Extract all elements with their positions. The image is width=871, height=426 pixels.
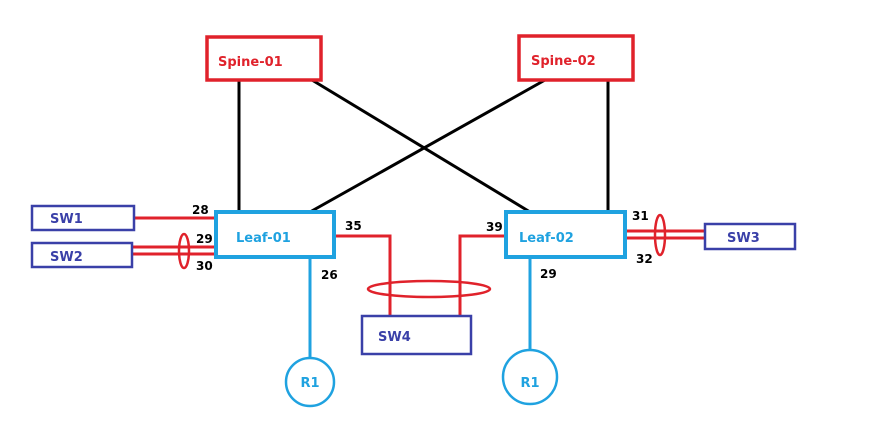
leaf-02-label: Leaf-02 (519, 231, 574, 246)
link-spine1-leaf2 (311, 78, 531, 214)
sw2-box (30, 241, 134, 269)
sw3-node[interactable]: SW3 (703, 222, 797, 251)
link-spine2-leaf1 (309, 78, 546, 214)
leaf-02-box (504, 210, 627, 259)
r1-left-node[interactable]: R1 (284, 356, 336, 408)
sw4-node[interactable]: SW4 (360, 314, 473, 356)
r1-right-circle (501, 348, 559, 406)
port-channel-sw3-ellipse (653, 213, 667, 257)
leaf-02-node[interactable]: Leaf-02 (504, 210, 627, 259)
leaf-switches: Leaf-01 Leaf-02 (214, 210, 627, 259)
access-switches: SW1 SW2 SW3 SW4 (30, 204, 797, 356)
links (132, 78, 705, 358)
r1-left-circle (284, 356, 336, 408)
port-label-leaf2-sw3-b: 32 (636, 252, 653, 266)
sw2-label: SW2 (50, 250, 83, 265)
port-label-leaf1-r1: 26 (321, 268, 338, 282)
link-leaf2-sw4 (458, 234, 506, 316)
r1-left-label: R1 (300, 376, 319, 391)
leaf-01-box (214, 210, 336, 259)
port-label-leaf1-sw2-b: 30 (196, 259, 213, 273)
port-channel-sw4-ellipse (366, 279, 492, 299)
port-label-leaf1-sw2-a: 29 (196, 232, 213, 246)
routers: R1 R1 (284, 348, 559, 408)
spine-01-node[interactable]: Spine-01 (205, 35, 323, 82)
spine-switches: Spine-01 Spine-02 (205, 34, 635, 82)
link-leaf1-sw4 (334, 234, 392, 316)
sw2-node[interactable]: SW2 (30, 241, 134, 269)
leaf-01-label: Leaf-01 (236, 231, 291, 246)
port-channels (177, 213, 667, 299)
port-label-leaf2-r1: 29 (540, 267, 557, 281)
sw1-label: SW1 (50, 212, 83, 227)
r1-right-node[interactable]: R1 (501, 348, 559, 406)
sw4-label: SW4 (378, 330, 411, 345)
spine-02-node[interactable]: Spine-02 (517, 34, 635, 82)
sw1-box (30, 204, 136, 232)
spine-01-label: Spine-01 (218, 55, 283, 70)
sw3-box (703, 222, 797, 251)
sw1-node[interactable]: SW1 (30, 204, 136, 232)
port-label-leaf2-sw4: 39 (486, 220, 503, 234)
port-channel-sw2-ellipse (177, 232, 191, 270)
sw4-box (360, 314, 473, 356)
spine-02-box (517, 34, 635, 82)
port-label-leaf1-sw1: 28 (192, 203, 209, 217)
leaf-01-node[interactable]: Leaf-01 (214, 210, 336, 259)
spine-01-box (205, 35, 323, 82)
port-label-leaf1-sw4: 35 (345, 219, 362, 233)
spine-02-label: Spine-02 (531, 54, 596, 69)
sw3-label: SW3 (727, 231, 760, 246)
r1-right-label: R1 (520, 376, 539, 391)
port-labels: 28 29 30 35 26 39 31 32 29 (192, 203, 653, 282)
port-label-leaf2-sw3-a: 31 (632, 209, 649, 223)
